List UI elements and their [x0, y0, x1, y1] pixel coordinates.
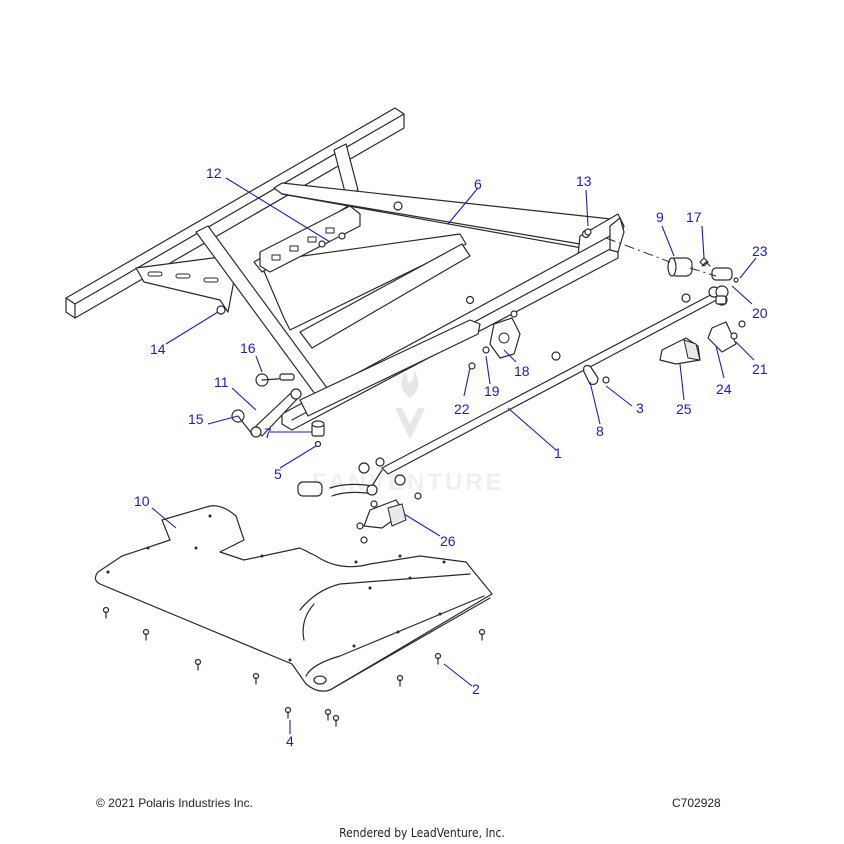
bumper: [311, 420, 325, 448]
callout-2: 2: [472, 681, 480, 697]
callout-9: 9: [656, 209, 664, 225]
callout-4: 4: [286, 733, 294, 749]
callout-22: 22: [454, 401, 470, 417]
callout-16: 16: [240, 340, 256, 356]
bolt-14: [216, 305, 226, 315]
watermark-logo: FANVENTURE: [312, 370, 505, 496]
fastener-13: [584, 228, 592, 236]
callout-20: 20: [752, 305, 768, 321]
callout-24: 24: [716, 381, 732, 397]
callout-26: 26: [440, 533, 456, 549]
centerline: [605, 237, 671, 263]
watermark-text: FANVENTURE: [312, 469, 505, 496]
callout-labels: 1 2 3 4 5 6 7 8 9 10 11 12 13 14 15 16 1…: [134, 165, 768, 749]
rear-brackets: [659, 321, 738, 365]
callout-13: 13: [576, 173, 592, 189]
callout-11: 11: [214, 374, 229, 390]
front-bracket: [356, 499, 407, 544]
rear-bushing: [667, 257, 746, 328]
callout-1: 1: [554, 445, 562, 461]
leader-lines: [151, 177, 757, 734]
diagram-code: C702928: [672, 796, 721, 810]
callout-15: 15: [188, 411, 204, 427]
callout-12: 12: [206, 165, 222, 181]
callout-25: 25: [676, 401, 692, 417]
support-strut: [231, 373, 302, 438]
skid-fasteners: [102, 606, 486, 727]
callout-7: 7: [264, 425, 272, 441]
callout-14: 14: [150, 341, 166, 357]
callout-23: 23: [752, 243, 768, 259]
callout-21: 21: [752, 361, 768, 377]
callout-8: 8: [596, 423, 604, 439]
skid-plate: [94, 505, 493, 692]
centerline-2: [689, 267, 717, 277]
mount-bracket: [468, 310, 561, 370]
rendered-by-text: Rendered by LeadVenture, Inc.: [339, 826, 505, 840]
callout-3: 3: [636, 400, 644, 416]
rod-clamp: [583, 365, 610, 385]
main-frame: [65, 107, 625, 431]
callout-10: 10: [134, 493, 150, 509]
callout-17: 17: [686, 209, 702, 225]
callout-19: 19: [484, 383, 500, 399]
callout-5: 5: [274, 466, 282, 482]
callout-6: 6: [474, 176, 482, 192]
callout-18: 18: [514, 363, 530, 379]
copyright-text: © 2021 Polaris Industries Inc.: [96, 796, 253, 810]
